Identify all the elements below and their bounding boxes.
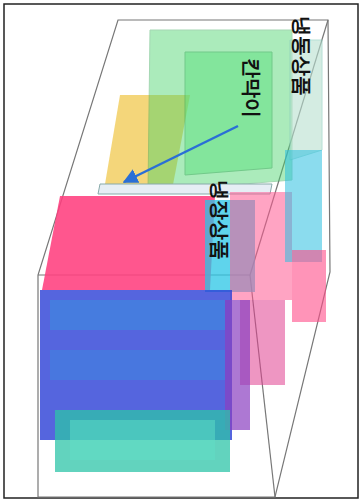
- box-outline: [38, 20, 330, 497]
- refrigerated-goods-blocks: [40, 150, 326, 472]
- partition-label: 칸막이: [241, 58, 263, 118]
- partition-arrow: [124, 126, 238, 182]
- refrigerated-goods-label: 냉장상품: [209, 180, 231, 260]
- frame: [4, 4, 358, 498]
- frozen-goods-label: 냉동상품: [291, 16, 313, 96]
